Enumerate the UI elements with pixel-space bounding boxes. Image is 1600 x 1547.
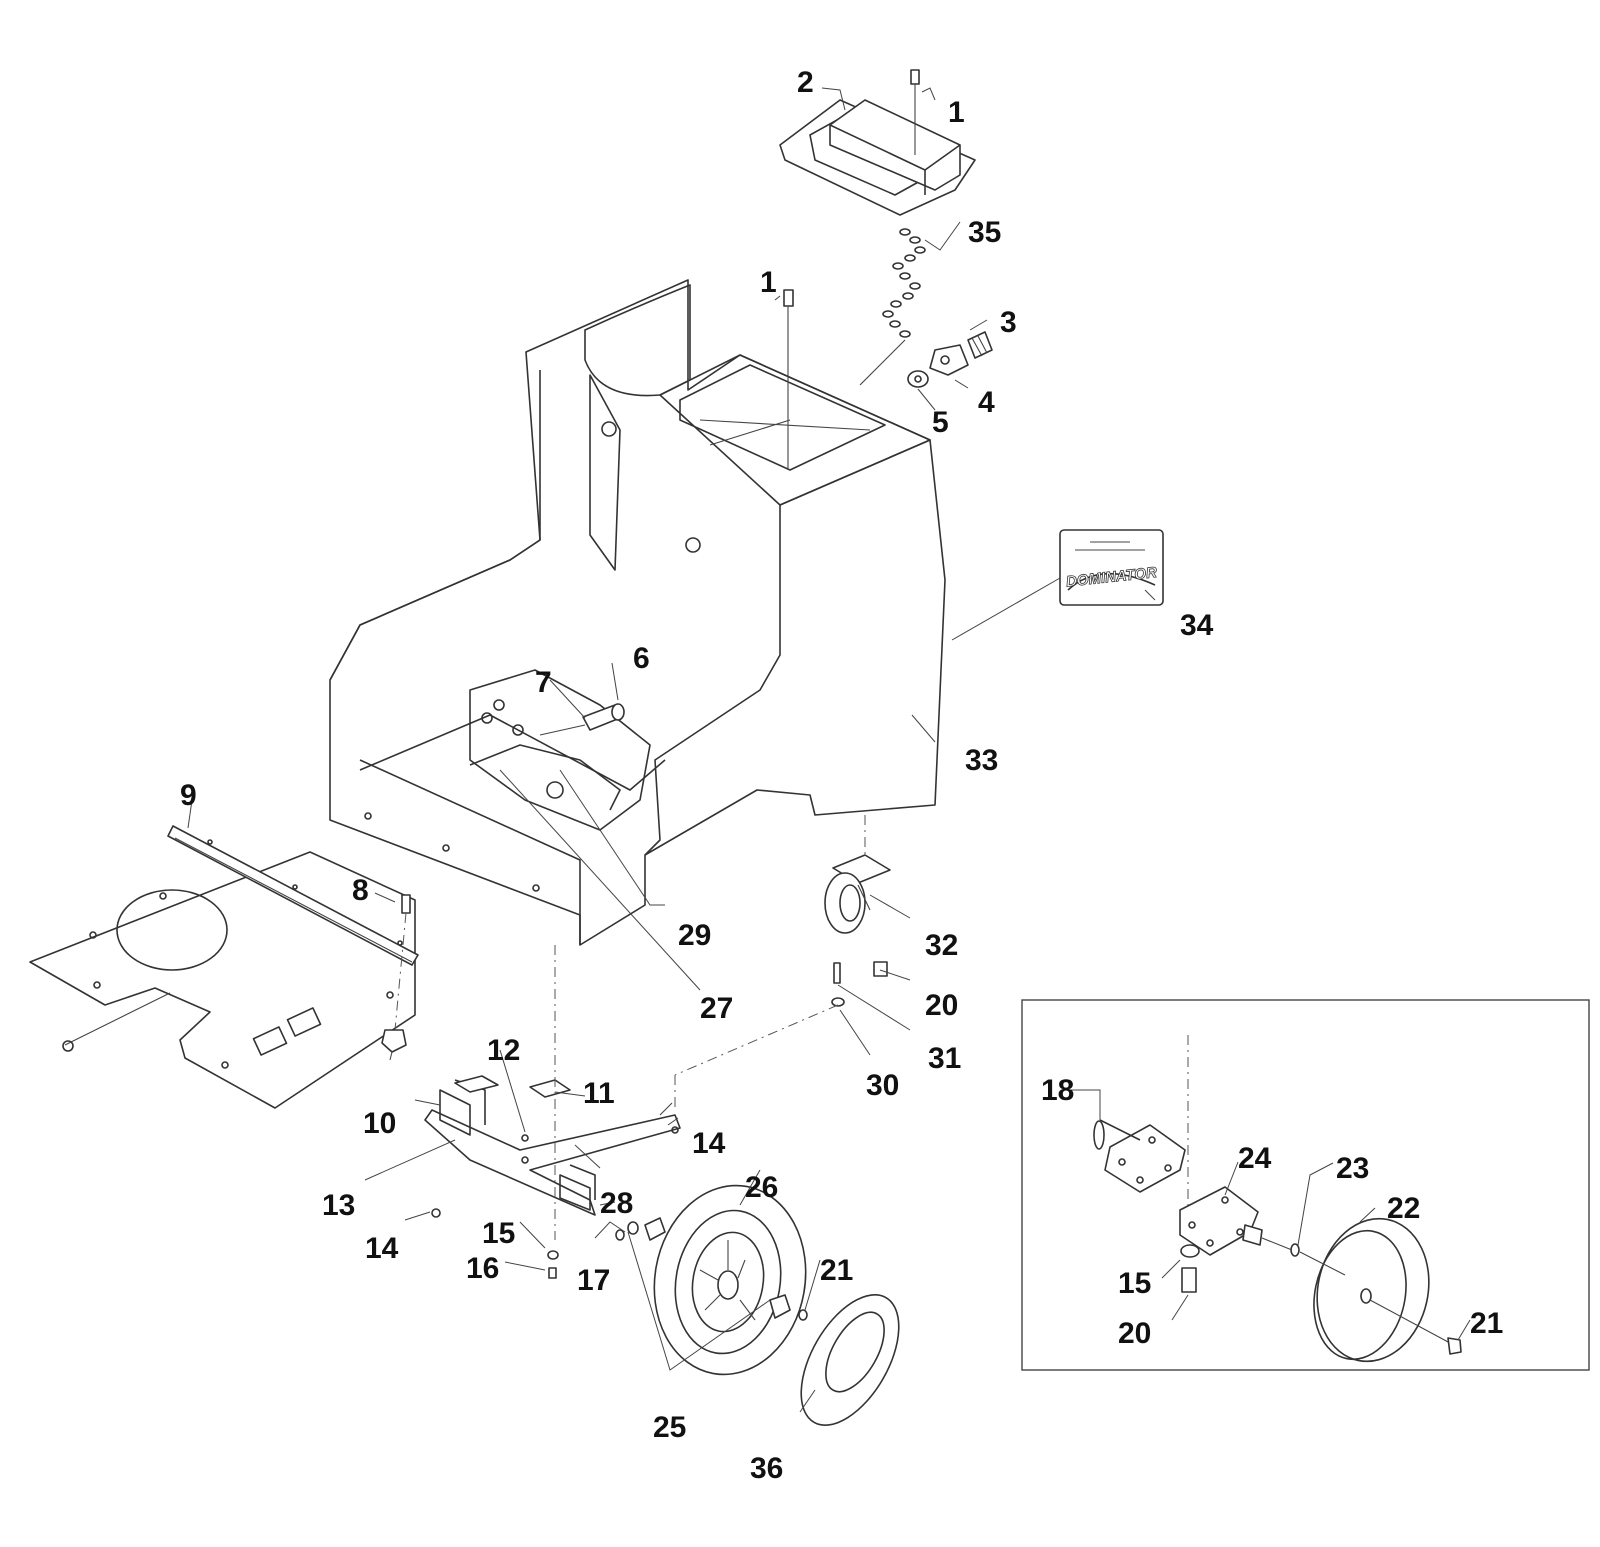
callout-34: 34: [1180, 609, 1214, 642]
wheel-hardware: [769, 1294, 808, 1321]
callout-5: 5: [932, 406, 949, 439]
callout-31: 31: [928, 1042, 961, 1075]
caster-wheel: [674, 815, 891, 1110]
callout-33: 33: [965, 744, 998, 777]
callout-16: 16: [466, 1252, 499, 1285]
callout-3: 3: [1000, 306, 1017, 339]
callout-35: 35: [968, 216, 1001, 249]
fitting-assembly: [907, 331, 993, 388]
callout-28: 28: [600, 1187, 633, 1220]
callout-23: 23: [1336, 1152, 1369, 1185]
callout-29: 29: [678, 919, 711, 952]
screw-middle: [783, 289, 794, 470]
axle-hardware: [547, 1217, 666, 1279]
callout-1-middle: 1: [760, 266, 777, 299]
inset-box: [1021, 999, 1590, 1371]
callout-24: 24: [1238, 1142, 1272, 1175]
callout-22: 22: [1387, 1192, 1420, 1225]
dominator-decal: DOMINATOR: [1059, 529, 1164, 606]
callout-7: 7: [535, 666, 552, 699]
callout-36: 36: [750, 1452, 783, 1485]
callout-18: 18: [1041, 1074, 1074, 1107]
callout-1-top: 1: [948, 96, 965, 129]
pin-assembly-6-7: [539, 703, 625, 736]
hubcap: [800, 1294, 900, 1426]
callout-2: 2: [797, 66, 814, 99]
screw-top: [910, 69, 920, 155]
nut-10: [381, 1029, 407, 1053]
large-wheel: [653, 1184, 807, 1376]
piano-hinge: [167, 825, 419, 966]
leader-lines: [187, 87, 1471, 1413]
callout-26: 26: [745, 1171, 778, 1204]
bead-chain: [859, 228, 926, 386]
callout-9: 9: [180, 779, 197, 812]
handle-grip: [779, 99, 976, 216]
callout-8: 8: [352, 874, 369, 907]
callout-30: 30: [866, 1069, 899, 1102]
callout-13: 13: [322, 1189, 355, 1222]
axle-frame: [414, 1075, 681, 1218]
callout-17: 17: [577, 1264, 610, 1297]
callout-32: 32: [925, 929, 958, 962]
callout-15-inset: 15: [1118, 1267, 1151, 1300]
callout-14-left: 14: [365, 1232, 399, 1265]
callout-25: 25: [653, 1411, 686, 1444]
bolt-8: [394, 894, 411, 1031]
callout-27: 27: [700, 992, 733, 1025]
callout-15-main: 15: [482, 1217, 515, 1250]
callout-20-main: 20: [925, 989, 958, 1022]
callout-6: 6: [633, 642, 650, 675]
main-housing: [329, 279, 946, 946]
callout-4: 4: [978, 386, 995, 419]
callout-21-main: 21: [820, 1254, 853, 1287]
callout-14-right: 14: [692, 1127, 726, 1160]
callout-12: 12: [487, 1034, 520, 1067]
callout-21-inset: 21: [1470, 1307, 1503, 1340]
callout-10: 10: [363, 1107, 396, 1140]
callout-20-inset: 20: [1118, 1317, 1151, 1350]
inset-assembly: [1093, 1035, 1462, 1363]
callout-labels: 2 1 35 1 3 4 5 34 6 7 33 9 8 29 32 20 27…: [180, 66, 1503, 1485]
callout-11: 11: [583, 1077, 615, 1110]
